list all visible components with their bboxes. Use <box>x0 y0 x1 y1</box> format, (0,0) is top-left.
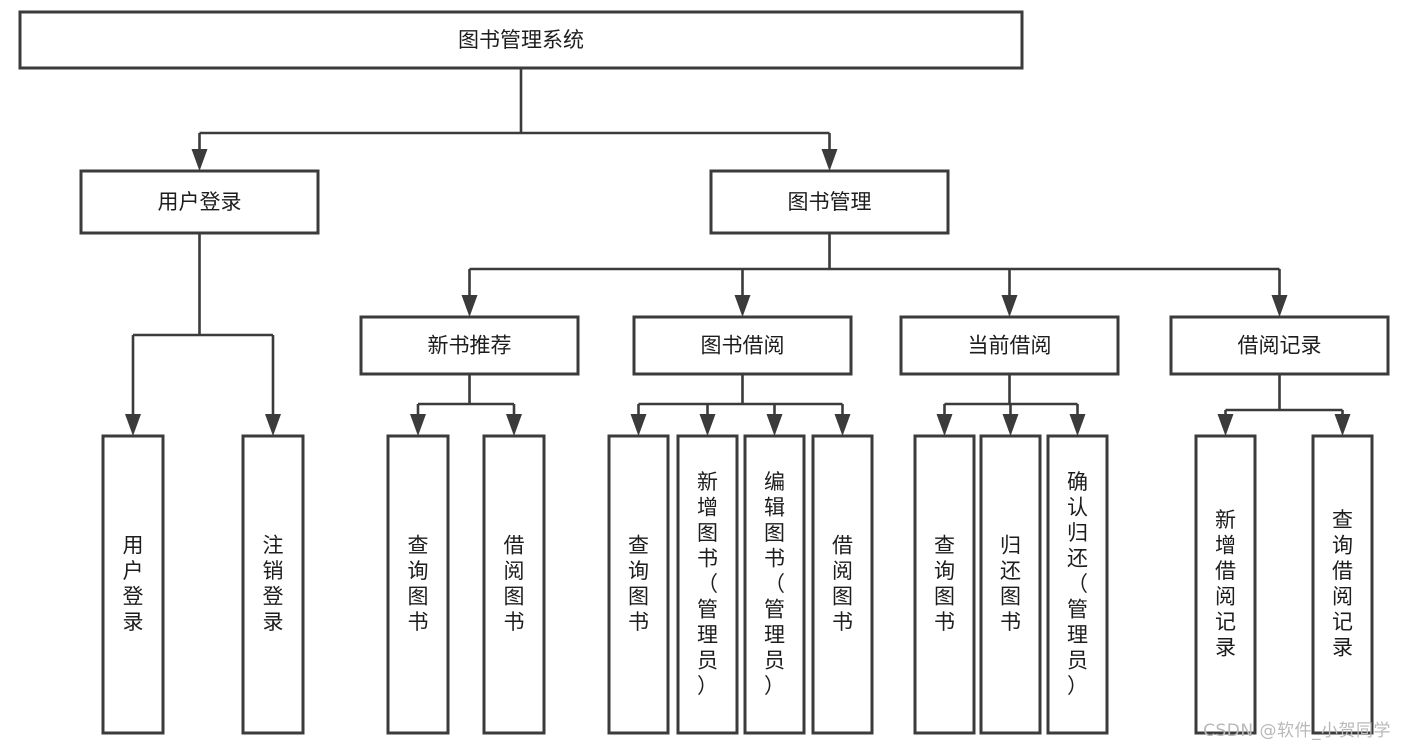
arrowhead-icon <box>821 149 838 171</box>
node-leaf-9-rect <box>979 434 1042 735</box>
arrowhead-icon <box>1217 414 1234 436</box>
node-level3-2[interactable]: 当前借阅 <box>899 315 1120 376</box>
node-leaf-1-rect <box>241 434 305 735</box>
node-level2-1-rect <box>709 169 950 235</box>
node-level3-0[interactable]: 新书推荐 <box>359 315 580 376</box>
connector-borrow-to-leaves <box>630 374 851 436</box>
node-level3-1-rect <box>632 315 853 376</box>
node-level3-1-label: 图书借阅 <box>701 334 785 358</box>
node-leaf-7-label: 借阅图书 <box>832 534 853 635</box>
connector-book-mgmt-to-level3 <box>461 233 1288 317</box>
arrowhead-icon <box>834 414 851 436</box>
node-root-rect <box>18 10 1024 70</box>
node-leaf-5[interactable]: 新增图书（管理员） <box>676 434 739 735</box>
arrowhead-icon <box>1334 414 1351 436</box>
arrowhead-icon <box>410 414 426 436</box>
node-leaf-4-label: 查询图书 <box>628 534 649 635</box>
node-leaf-10[interactable]: 确认归还（管理员） <box>1046 434 1109 735</box>
node-root[interactable]: 图书管理系统 <box>18 10 1024 70</box>
node-leaf-5-rect <box>676 434 739 735</box>
node-leaf-2-label: 查询图书 <box>408 534 429 635</box>
node-leaf-4-rect <box>607 434 670 735</box>
node-leaf-2-rect <box>386 434 450 735</box>
node-leaf-9[interactable]: 归还图书 <box>979 434 1042 735</box>
node-level3-1[interactable]: 图书借阅 <box>632 315 853 376</box>
node-leaf-1-label: 注销登录 <box>263 534 284 635</box>
node-level3-3-label: 借阅记录 <box>1238 334 1322 358</box>
node-level3-3[interactable]: 借阅记录 <box>1169 315 1390 376</box>
arrowhead-icon <box>1069 414 1086 436</box>
node-leaf-3-label: 借阅图书 <box>504 534 525 635</box>
connector-current-borrow-to-leaves <box>936 374 1086 436</box>
node-leaf-6-rect <box>743 434 806 735</box>
node-leaf-7[interactable]: 借阅图书 <box>811 434 874 735</box>
node-level3-0-rect <box>359 315 580 376</box>
node-leaf-10-label: 确认归还（管理员） <box>1067 470 1088 698</box>
node-leaf-8[interactable]: 查询图书 <box>913 434 976 735</box>
node-leaf-0-rect <box>101 434 165 735</box>
node-leaf-5-label: 新增图书（管理员） <box>697 470 718 698</box>
node-level2-0-label: 用户登录 <box>158 190 242 214</box>
node-leaf-6-label: 编辑图书（管理员） <box>764 470 785 698</box>
node-leaf-8-label: 查询图书 <box>934 534 955 635</box>
node-level3-0-label: 新书推荐 <box>428 334 512 358</box>
node-leaf-7-rect <box>811 434 874 735</box>
node-leaf-0[interactable]: 用户登录 <box>101 434 165 735</box>
node-leaf-0-label: 用户登录 <box>123 534 144 635</box>
connector-layer <box>125 68 1351 436</box>
arrowhead-icon <box>265 414 281 436</box>
node-level2-0[interactable]: 用户登录 <box>79 169 320 235</box>
node-leaf-1[interactable]: 注销登录 <box>241 434 305 735</box>
node-level3-2-rect <box>899 315 1120 376</box>
node-leaf-8-rect <box>913 434 976 735</box>
node-leaf-11-label: 新增借阅记录 <box>1215 508 1236 660</box>
connector-user-login-to-leaves <box>125 233 281 436</box>
node-leaf-2[interactable]: 查询图书 <box>386 434 450 735</box>
node-leaf-3-rect <box>482 434 546 735</box>
node-level2-1-label: 图书管理 <box>788 190 872 214</box>
node-level3-3-rect <box>1169 315 1390 376</box>
node-level2-1[interactable]: 图书管理 <box>709 169 950 235</box>
arrowhead-icon <box>734 295 751 317</box>
connector-root-to-level2 <box>191 68 838 171</box>
node-leaf-12-rect <box>1311 434 1374 735</box>
arrowhead-icon <box>766 414 783 436</box>
node-layer: 图书管理系统用户登录图书管理新书推荐图书借阅当前借阅借阅记录用户登录注销登录查询… <box>18 10 1390 735</box>
node-level2-0-rect <box>79 169 320 235</box>
arrowhead-icon <box>506 414 522 436</box>
arrowhead-icon <box>461 295 478 317</box>
node-level3-2-label: 当前借阅 <box>968 334 1052 358</box>
node-leaf-9-label: 归还图书 <box>1000 534 1021 635</box>
arrowhead-icon <box>191 149 208 171</box>
arrowhead-icon <box>936 414 953 436</box>
node-leaf-3[interactable]: 借阅图书 <box>482 434 546 735</box>
arrowhead-icon <box>630 414 647 436</box>
arrowhead-icon <box>125 414 141 436</box>
node-leaf-11[interactable]: 新增借阅记录 <box>1194 434 1257 735</box>
connector-records-to-leaves <box>1217 374 1351 436</box>
arrowhead-icon <box>699 414 716 436</box>
node-root-label: 图书管理系统 <box>458 28 584 52</box>
connector-new-book-to-leaves <box>410 374 522 436</box>
node-leaf-12-label: 查询借阅记录 <box>1332 508 1353 660</box>
node-leaf-10-rect <box>1046 434 1109 735</box>
arrowhead-icon <box>1271 295 1288 317</box>
node-leaf-6[interactable]: 编辑图书（管理员） <box>743 434 806 735</box>
node-leaf-12[interactable]: 查询借阅记录 <box>1311 434 1374 735</box>
node-leaf-4[interactable]: 查询图书 <box>607 434 670 735</box>
arrowhead-icon <box>1001 295 1018 317</box>
node-leaf-11-rect <box>1194 434 1257 735</box>
arrowhead-icon <box>1002 414 1019 436</box>
